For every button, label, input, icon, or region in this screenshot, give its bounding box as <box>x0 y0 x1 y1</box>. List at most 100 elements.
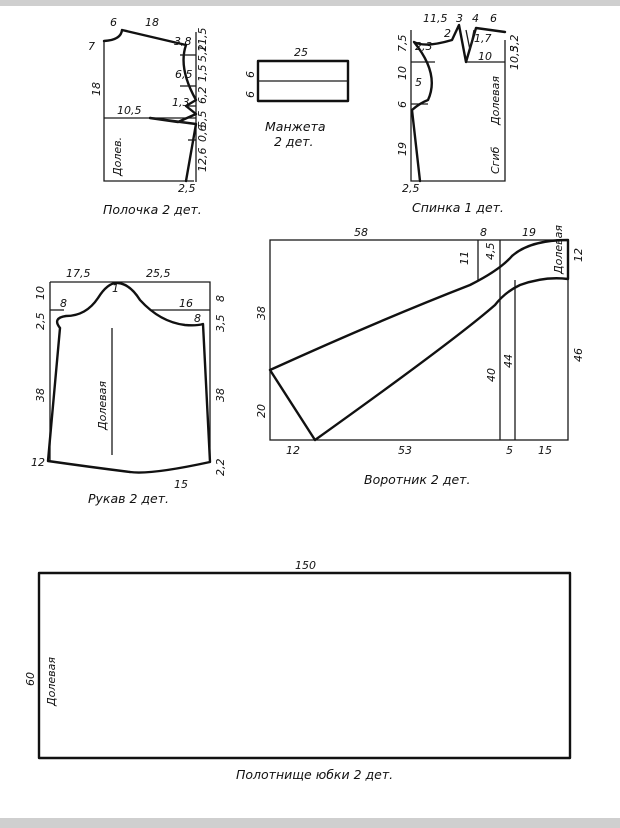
dim-sleeve-8-a: 8 <box>60 297 67 310</box>
caption-cuff-1: Манжета <box>265 119 326 134</box>
dim-collar-8: 8 <box>480 226 487 239</box>
dim-skirt-150: 150 <box>295 559 316 572</box>
back-piece: 11,5 3 4 6 2 7,5 2,3 1,7 3,2 10 10,5 10 … <box>396 12 521 215</box>
dim-sleeve-25-5: 25,5 <box>146 267 171 280</box>
dim-back-11-5: 11,5 <box>423 12 448 25</box>
dim-front-6-2: 6,2 <box>196 87 209 105</box>
caption-collar: Воротник 2 дет. <box>364 472 470 487</box>
dim-sleeve-38-left: 38 <box>34 388 47 402</box>
label-collar-grain: Долевая <box>552 225 565 275</box>
dim-back-19: 19 <box>396 142 409 156</box>
dim-cuff-25: 25 <box>294 46 308 59</box>
collar-piece: 58 8 19 11 4,5 12 38 40 44 46 20 12 53 5… <box>255 225 585 487</box>
dim-back-1-7: 1,7 <box>474 32 492 45</box>
dim-cuff-6-top: 6 <box>244 71 257 78</box>
collar-frame <box>269 239 569 441</box>
dim-sleeve-12: 12 <box>31 456 45 469</box>
dim-front-18-v: 18 <box>90 82 103 96</box>
skirt-panel-piece: 150 60 Долевая Полотнище юбки 2 дет. <box>24 559 572 782</box>
dim-collar-5: 5 <box>506 444 513 457</box>
front-cut-line <box>102 28 198 183</box>
dim-back-2-5: 2,5 <box>402 182 420 195</box>
dim-collar-12-bottom: 12 <box>286 444 300 457</box>
dim-back-2: 2 <box>444 27 451 40</box>
dim-front-10-5: 10,5 <box>117 104 142 117</box>
dim-sleeve-8-c: 8 <box>194 312 201 325</box>
caption-front: Полочка 2 дет. <box>103 202 202 217</box>
dim-front-1-5: 1,5 <box>196 65 209 83</box>
dim-collar-53: 53 <box>398 444 412 457</box>
back-dart <box>465 29 475 51</box>
dim-cuff-6-bottom: 6 <box>244 91 257 98</box>
dim-collar-44: 44 <box>502 354 515 368</box>
dim-sleeve-10: 10 <box>34 286 47 300</box>
dim-sleeve-38-right: 38 <box>214 388 227 402</box>
caption-back: Спинка 1 дет. <box>412 200 504 215</box>
dim-back-5: 5 <box>415 76 422 89</box>
dim-front-3-8: 3,8 <box>174 35 192 48</box>
sleeve-frame-top-right <box>50 281 211 462</box>
dim-back-6: 6 <box>490 12 497 25</box>
dim-back-7-5: 7,5 <box>396 35 409 53</box>
dim-front-11-5: 11,5 <box>196 28 209 53</box>
dim-sleeve-2-2: 2,2 <box>214 459 227 477</box>
label-back-fold: Сгиб <box>489 146 502 174</box>
front-dart-line <box>149 117 189 124</box>
dim-collar-11: 11 <box>458 251 471 265</box>
label-back-grain: Долевая <box>489 76 502 126</box>
dim-back-6-v: 6 <box>396 101 409 108</box>
dim-back-3-2: 3,2 <box>508 35 521 53</box>
dim-front-7: 7 <box>88 40 95 53</box>
dim-front-18: 18 <box>145 16 159 29</box>
back-frame <box>410 30 506 182</box>
dim-front-6: 6 <box>110 16 117 29</box>
label-sleeve-grain: Долевая <box>96 381 109 431</box>
sleeve-cut-line <box>46 281 212 474</box>
dim-front-12-6: 12,6 <box>196 148 209 173</box>
front-outline-frame <box>103 41 194 182</box>
dim-front-0-6: 0,6 <box>196 125 209 143</box>
dim-sleeve-17-5: 17,5 <box>66 267 91 280</box>
label-front-grain: Долев. <box>111 137 124 177</box>
dim-collar-12: 12 <box>572 248 585 262</box>
dim-back-10-b: 10 <box>396 66 409 80</box>
dim-collar-40: 40 <box>485 368 498 382</box>
cuff-piece: 25 6 6 Манжета 2 дет. <box>244 46 350 149</box>
dim-back-10-a: 10 <box>478 50 492 63</box>
skirt-panel-outline <box>37 571 572 760</box>
label-skirt-grain: Долевая <box>45 657 58 707</box>
dim-front-5-5: 5,5 <box>196 111 209 129</box>
dim-sleeve-3-5: 3,5 <box>214 315 227 333</box>
sleeve-piece: 17,5 25,5 10 8 1 16 8 2,5 3,5 8 38 38 12… <box>31 267 227 506</box>
dim-collar-19: 19 <box>522 226 536 239</box>
back-cut-line <box>410 23 507 183</box>
bottom-shadow <box>0 818 620 828</box>
caption-cuff-2: 2 дет. <box>274 134 314 149</box>
dim-sleeve-8-b: 8 <box>214 295 227 302</box>
dim-front-1-3: 1,3 <box>172 96 190 109</box>
dim-front-2-5: 2,5 <box>178 182 196 195</box>
dim-back-10-5: 10,5 <box>508 46 521 71</box>
caption-sleeve: Рукав 2 дет. <box>88 491 169 506</box>
dim-skirt-60: 60 <box>24 672 37 686</box>
dim-sleeve-1: 1 <box>112 282 119 295</box>
dim-collar-20: 20 <box>255 404 268 418</box>
dim-collar-38: 38 <box>255 306 268 320</box>
dim-back-3: 3 <box>456 12 463 25</box>
top-shadow <box>0 0 620 6</box>
dim-collar-46: 46 <box>572 348 585 362</box>
front-piece: 6 18 7 3,8 11,5 5,2 6,5 18 1,5 10,5 1,3 … <box>88 16 209 217</box>
dim-back-4: 4 <box>472 12 479 25</box>
dim-collar-15: 15 <box>538 444 552 457</box>
dim-front-5-2: 5,2 <box>196 45 209 63</box>
collar-cut-line <box>268 238 570 442</box>
dim-back-2-3: 2,3 <box>415 40 433 53</box>
dim-collar-58: 58 <box>354 226 368 239</box>
dim-sleeve-2-5: 2,5 <box>34 313 47 331</box>
dim-sleeve-16: 16 <box>179 297 193 310</box>
caption-skirt: Полотнище юбки 2 дет. <box>236 767 393 782</box>
dim-front-6-5: 6,5 <box>175 68 193 81</box>
